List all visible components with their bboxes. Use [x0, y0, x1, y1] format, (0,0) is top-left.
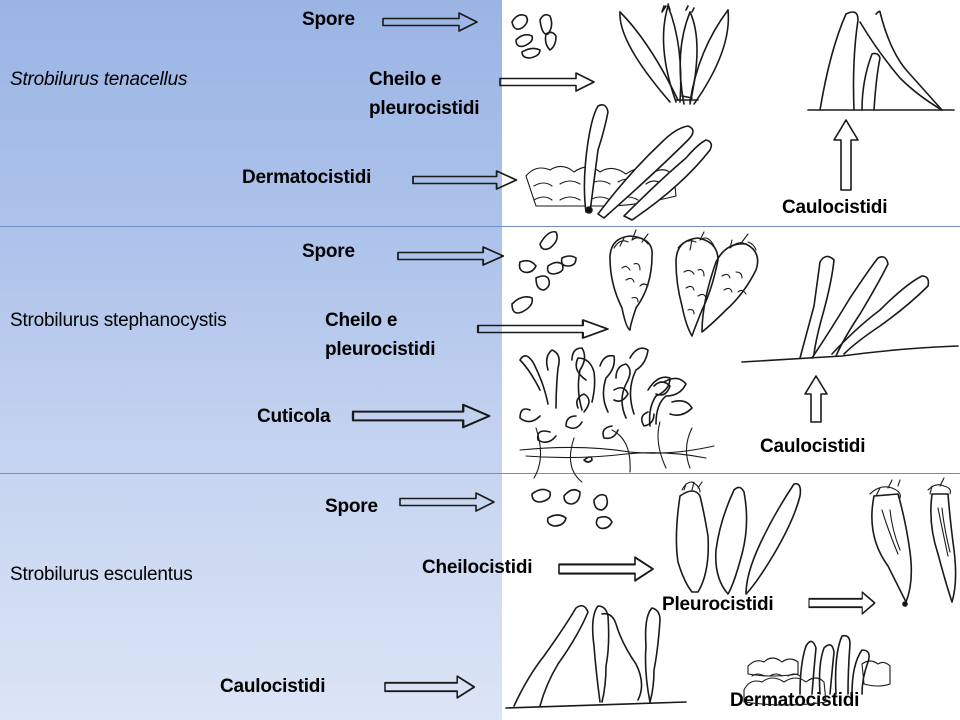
label-cheilo-1a: Cheilo e	[369, 69, 442, 90]
caulocystidia-drawing-stephanocystis	[741, 255, 959, 363]
label-spore-3: Spore	[325, 496, 378, 517]
label-spore-1: Spore	[302, 9, 355, 30]
label-caulocistidi-3: Caulocistidi	[220, 676, 326, 697]
right-arrow-icon	[476, 318, 609, 340]
dermatocystidia-drawing-tenacellus	[525, 104, 713, 221]
spore-drawing-stephanocystis	[511, 230, 577, 314]
up-arrow-icon	[804, 375, 828, 423]
right-arrow-icon	[557, 556, 655, 582]
right-arrow-icon	[384, 675, 476, 699]
label-cuticola: Cuticola	[257, 406, 331, 427]
right-arrow-icon	[382, 12, 478, 32]
label-panel-background	[0, 0, 502, 720]
right-arrow-icon	[397, 246, 505, 266]
section-divider-2	[0, 473, 960, 474]
right-arrow-icon	[351, 403, 491, 429]
spore-drawing-tenacellus	[511, 13, 557, 59]
label-spore-2: Spore	[302, 241, 355, 262]
label-cheilo-2b: pleurocistidi	[325, 339, 436, 360]
cheilocystidia-drawing-stephanocystis	[609, 229, 759, 337]
spore-drawing-esculentus	[531, 488, 613, 530]
species-name-tenacellus: Strobilurus tenacellus	[10, 69, 188, 90]
label-dermatocistidi-1: Dermatocistidi	[242, 167, 372, 188]
label-dermatocistidi-3: Dermatocistidi	[730, 690, 860, 711]
label-cheilo-1b: pleurocistidi	[369, 98, 480, 119]
caulocystidia-drawing-tenacellus	[807, 10, 955, 111]
right-arrow-icon	[808, 591, 876, 615]
label-cheilo-2a: Cheilo e	[325, 310, 398, 331]
up-arrow-icon	[833, 119, 859, 191]
label-caulocistidi-1: Caulocistidi	[782, 197, 888, 218]
species-name-esculentus: Strobilurus esculentus	[10, 564, 193, 585]
label-pleurocistidi: Pleurocistidi	[662, 594, 774, 615]
right-arrow-icon	[399, 492, 495, 512]
pleurocystidia-drawing-esculentus	[869, 477, 957, 607]
label-cheilocistidi: Cheilocistidi	[422, 557, 533, 578]
cheilocystidia-drawing-esculentus	[675, 481, 802, 595]
right-arrow-icon	[412, 170, 518, 190]
section-divider-1	[0, 226, 960, 227]
caulocystidia-drawing-esculentus	[505, 604, 687, 709]
species-name-stephanocystis: Strobilurus stephanocystis	[10, 310, 227, 331]
label-caulocistidi-2: Caulocistidi	[760, 436, 866, 457]
dermatocystidia-drawing-esculentus	[743, 634, 891, 706]
cuticle-drawing-stephanocystis	[519, 347, 715, 483]
right-arrow-icon	[499, 72, 595, 92]
cheilocystidia-drawing-tenacellus	[619, 3, 730, 105]
